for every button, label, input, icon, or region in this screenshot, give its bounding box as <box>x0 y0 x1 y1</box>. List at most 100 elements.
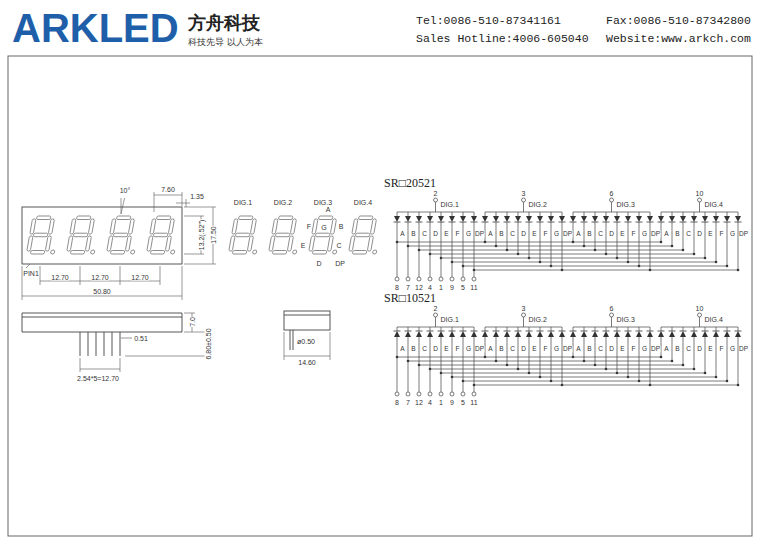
segment-label: B <box>339 223 344 230</box>
pin-number: 5 <box>461 284 465 291</box>
contact-text: Fax:0086-510-87342800 <box>606 15 751 27</box>
segment-label: DP <box>475 346 484 353</box>
dimension-label: 6.80±0.50 <box>205 328 212 359</box>
segment-label: DP <box>739 231 748 238</box>
dimension-label: 12.70 <box>131 274 149 281</box>
pin-number: 2 <box>434 305 438 312</box>
digit-label: DIG.2 <box>529 201 547 208</box>
contact-text: Sales Hotline:4006-605040 <box>416 33 589 45</box>
segment-label: F <box>456 231 460 238</box>
digit-label: DIG.3 <box>617 201 635 208</box>
segment-label: A <box>400 346 404 353</box>
segment-label: D <box>433 346 438 353</box>
digit-label: DIG.2 <box>529 316 547 323</box>
segment-label: G <box>730 231 735 238</box>
dimension-label: 10° <box>120 187 131 194</box>
dimension-label: 14.60 <box>298 359 316 366</box>
segment-label: E <box>532 346 536 353</box>
segment-label: C <box>686 346 691 353</box>
pin-number: 12 <box>415 284 423 291</box>
segment-label: C <box>598 231 603 238</box>
segment-label: D <box>521 346 526 353</box>
dimension-label: 13.2(.52") <box>198 220 205 251</box>
segment-label: F <box>720 231 724 238</box>
pin-number: 5 <box>461 399 465 406</box>
segment-label: B <box>587 346 591 353</box>
segment-label: F <box>720 346 724 353</box>
pin-number: 3 <box>522 190 526 197</box>
digit-label: DIG.1 <box>441 316 459 323</box>
segment-label: F <box>544 231 548 238</box>
segment-label: A <box>576 346 580 353</box>
pin-number: 2 <box>434 190 438 197</box>
digit-label: DIG.1 <box>441 201 459 208</box>
dimension-label: 1.35 <box>190 193 204 200</box>
dimension-label: 7.0 <box>189 317 196 327</box>
segment-label: A <box>488 346 492 353</box>
pin-number: 4 <box>428 284 432 291</box>
segment-label: B <box>675 231 679 238</box>
segment-label: G <box>466 346 471 353</box>
segment-label: D <box>521 231 526 238</box>
segment-label: F <box>632 346 636 353</box>
segment-label: D <box>609 231 614 238</box>
contact-text: Website:www.arkch.com <box>606 33 751 45</box>
segment-label: C <box>686 231 691 238</box>
pin-number: 4 <box>428 399 432 406</box>
segment-label: E <box>444 231 448 238</box>
segment-label: DP <box>651 231 660 238</box>
digit-label: DIG.4 <box>705 201 723 208</box>
digit-label: DIG.2 <box>274 199 292 206</box>
segment-label: G <box>642 231 647 238</box>
segment-label: E <box>620 231 624 238</box>
segment-label: G <box>554 231 559 238</box>
segment-label: G <box>466 231 471 238</box>
segment-label: A <box>576 231 580 238</box>
segment-label: F <box>544 346 548 353</box>
segment-label: D <box>433 231 438 238</box>
pin-number: 10 <box>696 305 704 312</box>
segment-label: E <box>620 346 624 353</box>
segment-label: B <box>675 346 679 353</box>
dimension-label: 50.80 <box>93 288 111 295</box>
dimension-label: ø0.50 <box>297 338 315 345</box>
segment-label: A <box>664 231 668 238</box>
pin-number: 8 <box>395 284 399 291</box>
segment-label: DP <box>563 346 572 353</box>
pin-number: 1 <box>439 399 443 406</box>
segment-label: C <box>422 346 427 353</box>
segment-label: B <box>499 231 503 238</box>
segment-label: D <box>697 231 702 238</box>
segment-label: A <box>400 231 404 238</box>
dimension-label: 2.54*5=12.70 <box>77 375 119 382</box>
dimension-label: 17.50 <box>210 226 217 244</box>
contact-text: Tel:0086-510-87341161 <box>416 15 561 27</box>
segment-label: C <box>336 242 341 249</box>
pin-number: 6 <box>610 190 614 197</box>
segment-label: D <box>609 346 614 353</box>
segment-label: F <box>307 223 311 230</box>
segment-label: A <box>664 346 668 353</box>
segment-label: C <box>510 346 515 353</box>
segment-label: A <box>326 206 331 213</box>
pin-number: 9 <box>450 399 454 406</box>
pin-number: 6 <box>610 305 614 312</box>
segment-label: C <box>510 231 515 238</box>
model-number: SR□10521 <box>384 292 436 304</box>
segment-label: F <box>632 231 636 238</box>
dimension-label: 12.70 <box>91 274 109 281</box>
segment-label: C <box>422 231 427 238</box>
segment-label: B <box>587 231 591 238</box>
segment-label: E <box>301 242 306 249</box>
pin-number: 3 <box>522 305 526 312</box>
segment-label: F <box>456 346 460 353</box>
segment-label: D <box>697 346 702 353</box>
segment-label: C <box>598 346 603 353</box>
digit-label: DIG.3 <box>617 316 635 323</box>
segment-label: DP <box>651 346 660 353</box>
slogan: 科技先导 以人为本 <box>188 38 263 47</box>
segment-label: DP <box>563 231 572 238</box>
segment-label: E <box>708 231 712 238</box>
